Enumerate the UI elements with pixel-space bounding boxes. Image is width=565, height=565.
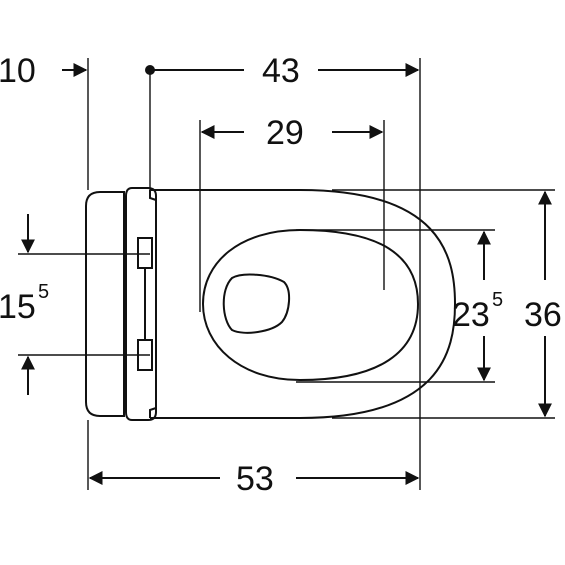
dimension-overall-width: 36 — [524, 190, 562, 418]
extension-lines — [18, 58, 555, 490]
hinge-upper-pin — [137, 237, 153, 269]
dim-overall-width-label: 36 — [524, 296, 562, 334]
wall-mount-block — [85, 191, 125, 417]
dim-bowl-opening-length-label: 29 — [266, 114, 304, 152]
hinge-top-bracket — [149, 190, 157, 201]
dimension-overall-length: 53 — [88, 460, 420, 498]
dim-length-to-center-label: 43 — [262, 52, 300, 90]
dimension-rear-offset: 10 — [0, 52, 88, 90]
toilet-outline — [85, 187, 457, 421]
hinge-bottom-bracket — [149, 407, 157, 418]
bowl-opening — [201, 228, 420, 382]
bowl-outer-contour — [150, 189, 457, 419]
dimension-length-to-center: 43 — [145, 52, 420, 90]
dim-rear-offset-label: 10 — [0, 52, 36, 90]
dim-overall-length-label: 53 — [236, 460, 274, 498]
dim-bowl-opening-width-superscript: 5 — [492, 289, 503, 311]
dimension-outlet-height: 15 5 — [0, 214, 49, 395]
dim-bowl-opening-width-label: 23 — [452, 296, 490, 334]
dimension-bowl-opening-length: 29 — [200, 114, 384, 152]
outlet-hole — [222, 273, 290, 334]
dimension-bowl-opening-width: 23 5 — [452, 230, 503, 382]
dim-outlet-height-superscript: 5 — [38, 281, 49, 303]
dim-outlet-height-label: 15 — [0, 288, 36, 326]
seat-hinge-bar — [125, 187, 157, 421]
